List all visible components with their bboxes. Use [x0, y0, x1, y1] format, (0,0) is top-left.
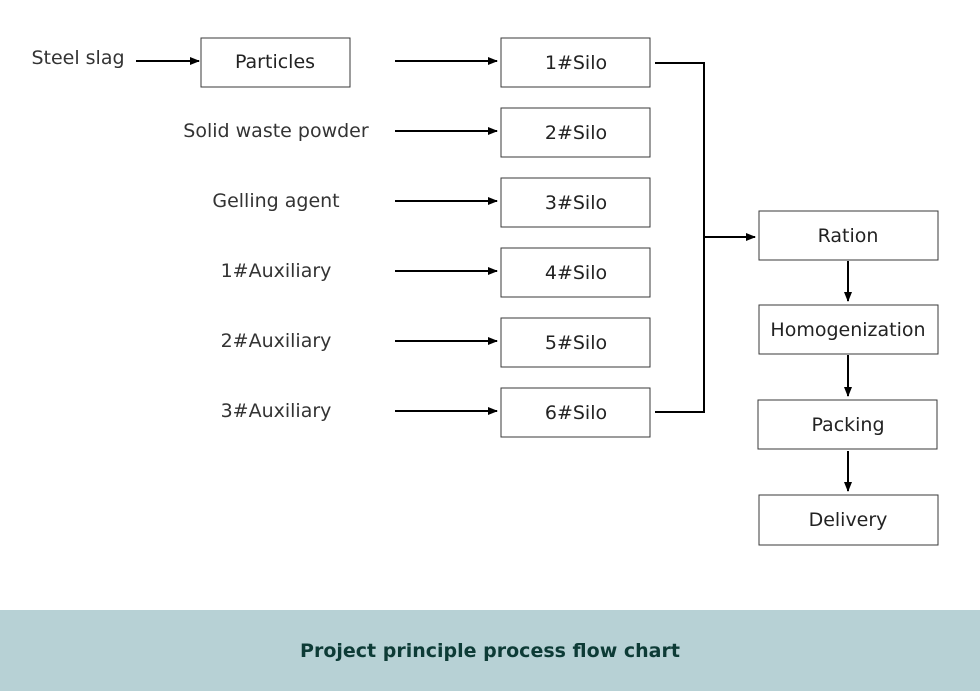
silo-label-3: 3#Silo [545, 192, 607, 214]
input-label-solid-waste-powder: Solid waste powder [183, 120, 369, 142]
silo-box-5 [500, 317, 651, 368]
process-flow-diagram: Steel slag Solid waste powder Gelling ag… [31, 37, 939, 546]
caption-bar: Project principle process flow chart [0, 610, 980, 691]
input-label-steel-slag: Steel slag [31, 47, 124, 69]
delivery-label: Delivery [809, 509, 888, 531]
homogenization-box [758, 304, 939, 355]
packing-box [757, 399, 938, 450]
silo-label-4: 4#Silo [545, 262, 607, 284]
silo-box-6 [500, 387, 651, 438]
silo-box-2 [500, 107, 651, 158]
silo-box-3 [500, 177, 651, 228]
ration-box [758, 210, 939, 261]
silo-label-5: 5#Silo [545, 332, 607, 354]
silo-box-1 [500, 37, 651, 88]
silo-collector-bracket [655, 62, 705, 413]
diagram-caption: Project principle process flow chart [300, 639, 680, 662]
input-label-gelling-agent: Gelling agent [212, 190, 339, 212]
silo-box-4 [500, 247, 651, 298]
ration-label: Ration [818, 225, 879, 247]
silo-label-1: 1#Silo [545, 52, 607, 74]
packing-label: Packing [811, 414, 884, 436]
input-label-auxiliary-2: 2#Auxiliary [221, 330, 332, 352]
particles-box [200, 37, 351, 88]
homogenization-label: Homogenization [770, 319, 925, 341]
input-label-auxiliary-1: 1#Auxiliary [221, 260, 332, 282]
silo-label-2: 2#Silo [545, 122, 607, 144]
input-label-auxiliary-3: 3#Auxiliary [221, 400, 332, 422]
delivery-box [758, 494, 939, 546]
silo-label-6: 6#Silo [545, 402, 607, 424]
particles-label: Particles [235, 51, 315, 73]
